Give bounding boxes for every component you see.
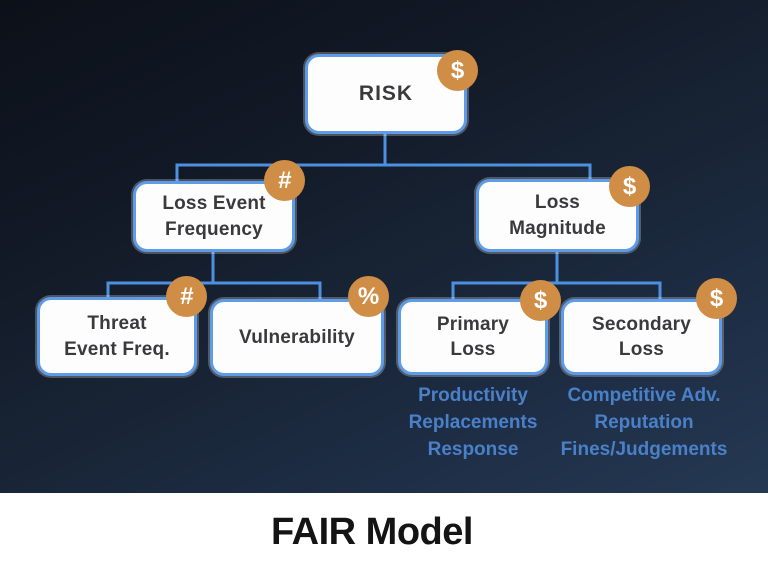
node-vulnerability: Vulnerability bbox=[210, 299, 384, 376]
dollar-icon: $ bbox=[696, 278, 737, 319]
dollar-glyph: $ bbox=[709, 284, 724, 312]
hash-icon: # bbox=[264, 160, 305, 201]
connector-layer bbox=[106, 134, 662, 301]
hash-glyph: # bbox=[179, 282, 194, 310]
secondary-loss-details: Competitive Adv. Reputation Fines/Judgem… bbox=[546, 382, 742, 463]
connector-lef-children-branch bbox=[106, 281, 322, 301]
detail-item: Competitive Adv. bbox=[567, 385, 721, 406]
node-loss-event-frequency-label: Loss Event Frequency bbox=[162, 193, 266, 240]
connector-level2-branch bbox=[175, 163, 592, 183]
dollar-icon: $ bbox=[437, 50, 478, 91]
detail-item: Fines/Judgements bbox=[560, 439, 728, 460]
percent-icon: % bbox=[348, 276, 389, 317]
detail-item: Reputation bbox=[594, 412, 694, 433]
hash-icon: # bbox=[166, 276, 207, 317]
detail-item: Productivity bbox=[418, 385, 528, 406]
node-risk: RISK bbox=[305, 54, 467, 134]
diagram-background: RISK $ Loss Event Frequency # Loss Magni… bbox=[0, 0, 768, 493]
node-risk-label: RISK bbox=[358, 82, 414, 106]
hash-glyph: # bbox=[277, 166, 292, 194]
dollar-glyph: $ bbox=[622, 172, 637, 200]
node-secondary-loss-label: Secondary Loss bbox=[592, 313, 691, 360]
connector-lm-children-branch bbox=[451, 281, 662, 301]
dollar-glyph: $ bbox=[450, 56, 465, 84]
dollar-glyph: $ bbox=[533, 286, 548, 314]
dollar-icon: $ bbox=[609, 166, 650, 207]
node-threat-event-freq-label: Threat Event Freq. bbox=[64, 313, 170, 360]
detail-item: Replacements bbox=[408, 412, 538, 433]
caption-band: FAIR Model bbox=[0, 493, 768, 572]
node-primary-loss-label: Primary Loss bbox=[436, 313, 510, 360]
node-vulnerability-label: Vulnerability bbox=[239, 326, 355, 348]
primary-loss-details: Productivity Replacements Response bbox=[378, 382, 568, 463]
node-loss-magnitude-label: Loss Magnitude bbox=[509, 192, 606, 239]
node-loss-event-frequency: Loss Event Frequency bbox=[133, 181, 295, 252]
detail-item: Response bbox=[427, 439, 519, 460]
node-secondary-loss: Secondary Loss bbox=[561, 299, 722, 375]
diagram-title: FAIR Model bbox=[271, 511, 473, 553]
dollar-icon: $ bbox=[520, 280, 561, 321]
percent-glyph: % bbox=[357, 282, 380, 310]
